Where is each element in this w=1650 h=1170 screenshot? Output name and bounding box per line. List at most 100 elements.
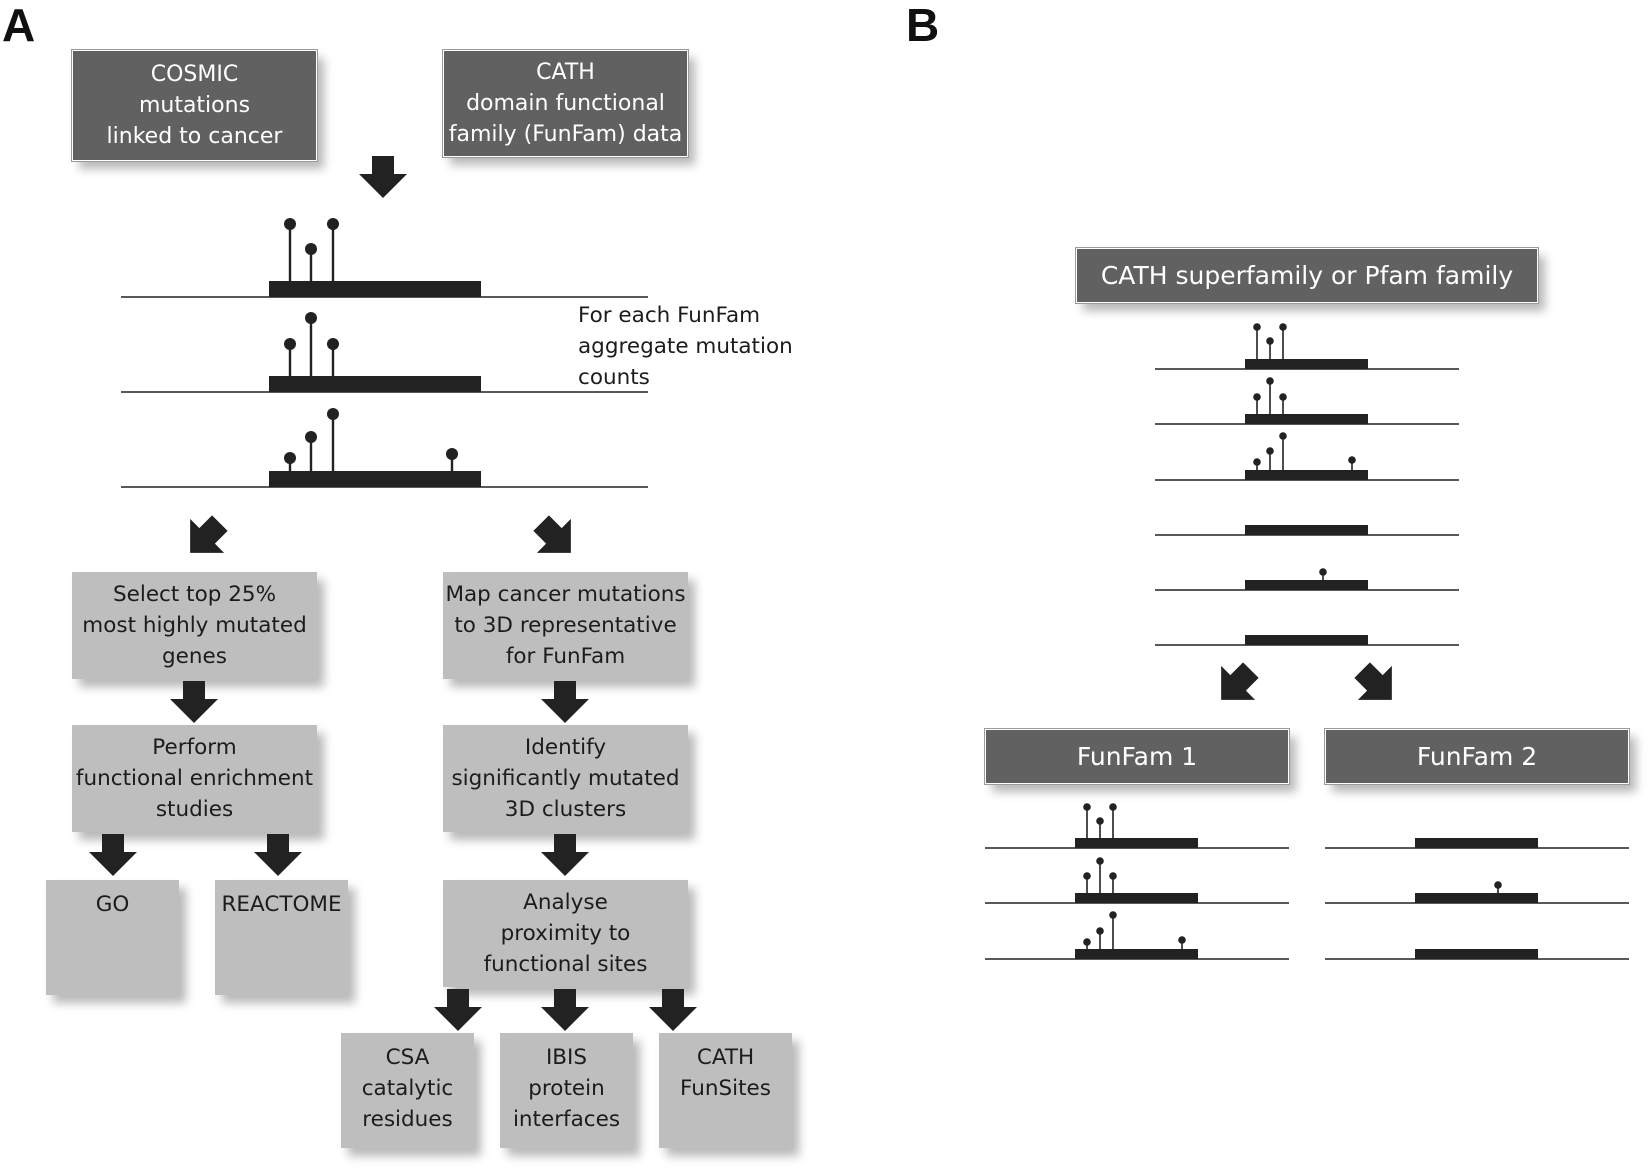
- domain-bar: [1245, 525, 1368, 535]
- cath-funsites-box: CATH FunSites: [659, 1033, 792, 1148]
- csa-box-line: catalytic: [361, 1076, 454, 1101]
- funfam-1-label: FunFam 1: [1076, 742, 1198, 771]
- csa-box-line: CSA: [385, 1045, 430, 1070]
- ibis-box-line: protein: [528, 1076, 605, 1101]
- mutation-marker: [1096, 927, 1104, 935]
- mutation-marker: [1109, 872, 1117, 880]
- domain-bar: [1415, 893, 1538, 903]
- mutation-marker: [1083, 872, 1091, 880]
- select-box-line: genes: [162, 644, 227, 669]
- mutation-marker: [446, 448, 458, 460]
- domain-bar: [1245, 359, 1368, 369]
- mutation-marker: [305, 243, 317, 255]
- mutation-marker: [1266, 337, 1274, 345]
- ibis-box-line: IBIS: [545, 1045, 588, 1070]
- enrichment-box-line: studies: [155, 797, 234, 822]
- mutation-marker: [1279, 323, 1287, 331]
- domain-bar: [1245, 580, 1368, 590]
- clusters-box-line: significantly mutated: [451, 766, 680, 791]
- map-box-line: for FunFam: [505, 644, 626, 669]
- cosmic-box-line: COSMIC: [150, 62, 239, 87]
- aggregate-mutation-note: For each FunFam aggregate mutation count…: [578, 300, 793, 393]
- aggregate-note-line: counts: [578, 365, 650, 390]
- mutation-marker: [327, 218, 339, 230]
- superfamily-box-label: CATH superfamily or Pfam family: [1100, 261, 1514, 290]
- domain-bar: [1075, 949, 1198, 959]
- map-mutations-3d-box: Map cancer mutations to 3D representativ…: [443, 572, 688, 679]
- enrichment-box-line: functional enrichment: [75, 766, 314, 791]
- cath-box-line: domain functional: [466, 91, 665, 116]
- cath-box-line: CATH: [536, 60, 595, 85]
- clusters-box-line: 3D clusters: [504, 797, 627, 822]
- domain-bar: [269, 471, 481, 487]
- select-top-genes-box: Select top 25% most highly mutated genes: [72, 572, 317, 679]
- domain-bar: [1245, 470, 1368, 480]
- cath-funfam-data-box: CATH domain functional family (FunFam) d…: [442, 49, 689, 158]
- domain-bar: [269, 281, 481, 297]
- go-box-label: GO: [95, 892, 130, 917]
- domain-bar: [269, 376, 481, 392]
- mutation-marker: [1348, 456, 1356, 464]
- clusters-box-line: Identify: [524, 735, 607, 760]
- cosmic-box-line: linked to cancer: [106, 124, 283, 149]
- mutation-marker: [1178, 936, 1186, 944]
- mutation-marker: [1279, 432, 1287, 440]
- domain-bar: [1075, 893, 1198, 903]
- funfam-2-label: FunFam 2: [1416, 742, 1538, 771]
- domain-bar: [1075, 838, 1198, 848]
- panel-letter-a: A: [2, 0, 36, 51]
- mutation-marker: [1279, 393, 1287, 401]
- funsites-box-line: CATH: [696, 1045, 755, 1070]
- mutation-marker: [284, 218, 296, 230]
- mutation-marker: [1494, 881, 1502, 889]
- mutation-marker: [305, 312, 317, 324]
- domain-bar: [1415, 949, 1538, 959]
- funfam-1-box: FunFam 1: [984, 728, 1290, 785]
- go-box: GO: [46, 880, 179, 995]
- map-box-line: to 3D representative: [454, 613, 677, 638]
- mutation-marker: [1109, 803, 1117, 811]
- functional-enrichment-box: Perform functional enrichment studies: [72, 725, 317, 832]
- ibis-box-line: interfaces: [512, 1107, 621, 1132]
- enrichment-box-line: Perform: [152, 735, 237, 760]
- reactome-box-label: REACTOME: [221, 892, 342, 917]
- mutation-marker: [327, 408, 339, 420]
- mutation-marker: [1253, 458, 1261, 466]
- mutated-3d-clusters-box: Identify significantly mutated 3D cluste…: [443, 725, 688, 832]
- proximity-box-line: Analyse: [523, 890, 608, 915]
- csa-catalytic-residues-box: CSA catalytic residues: [341, 1033, 474, 1148]
- mutation-marker: [1109, 911, 1117, 919]
- mutation-marker: [1266, 377, 1274, 385]
- reactome-box: REACTOME: [215, 880, 348, 995]
- mutation-marker: [305, 431, 317, 443]
- funsites-box-line: FunSites: [680, 1076, 771, 1101]
- aggregate-note-line: For each FunFam: [578, 303, 761, 328]
- mutation-marker: [284, 452, 296, 464]
- mutation-marker: [1096, 817, 1104, 825]
- mutation-marker: [1083, 803, 1091, 811]
- cosmic-box-line: mutations: [138, 93, 251, 118]
- mutation-marker: [1266, 447, 1274, 455]
- cosmic-mutations-box: COSMIC mutations linked to cancer: [71, 49, 318, 162]
- map-box-line: Map cancer mutations: [445, 582, 686, 607]
- mutation-marker: [1253, 323, 1261, 331]
- mutation-marker: [1083, 938, 1091, 946]
- panel-letter-b: B: [906, 0, 940, 51]
- cath-superfamily-box: CATH superfamily or Pfam family: [1075, 247, 1539, 304]
- proximity-box-line: proximity to: [500, 921, 631, 946]
- mutation-marker: [284, 338, 296, 350]
- aggregate-note-line: aggregate mutation: [578, 334, 793, 359]
- domain-bar: [1245, 414, 1368, 424]
- csa-box-line: residues: [362, 1107, 453, 1132]
- mutation-marker: [1253, 393, 1261, 401]
- funfam-2-box: FunFam 2: [1324, 728, 1630, 785]
- ibis-protein-interfaces-box: IBIS protein interfaces: [500, 1033, 633, 1148]
- cath-box-line: family (FunFam) data: [448, 122, 683, 147]
- domain-bar: [1415, 838, 1538, 848]
- domain-bar: [1245, 635, 1368, 645]
- select-box-line: Select top 25%: [112, 582, 276, 607]
- functional-sites-proximity-box: Analyse proximity to functional sites: [443, 880, 688, 987]
- mutation-marker: [327, 338, 339, 350]
- mutation-marker: [1096, 857, 1104, 865]
